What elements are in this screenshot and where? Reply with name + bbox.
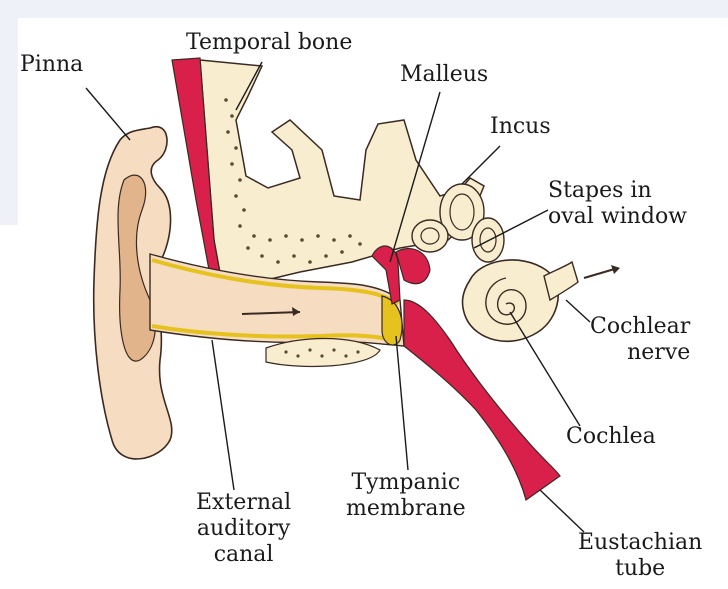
label-line: External [196,490,291,516]
incus-shape [396,249,430,284]
label-line: Incus [490,114,551,140]
label-line: Eustachian [578,530,702,556]
label-external-auditory-canal: External auditory canal [196,490,291,568]
background-tint-left [0,0,18,225]
label-line: Tympanic [346,470,466,496]
label-malleus: Malleus [400,62,488,88]
label-line: Cochlea [566,424,656,450]
label-line: auditory [196,516,291,542]
label-pinna: Pinna [20,52,83,78]
label-line: oval window [548,204,687,230]
label-line: membrane [346,496,466,522]
cochlea-shape [463,260,559,341]
label-eustachian-tube: Eustachian tube [578,530,702,582]
label-line: canal [196,542,291,568]
label-line: Pinna [20,52,83,78]
label-cochlear-nerve: Cochlear nerve [590,314,690,366]
label-line: tube [578,556,702,582]
background-tint-top [0,0,728,18]
label-incus: Incus [490,114,551,140]
lower-bone [266,339,380,367]
label-temporal-bone: Temporal bone [186,30,352,56]
label-tympanic-membrane: Tympanic membrane [346,470,466,522]
label-line: Malleus [400,62,488,88]
cochlear-nerve-shape [544,262,578,300]
label-cochlea: Cochlea [566,424,656,450]
label-stapes: Stapes in oval window [548,178,687,230]
label-line: Temporal bone [186,30,352,56]
label-line: nerve [590,340,690,366]
label-line: Stapes in [548,178,687,204]
label-line: Cochlear [590,314,690,340]
